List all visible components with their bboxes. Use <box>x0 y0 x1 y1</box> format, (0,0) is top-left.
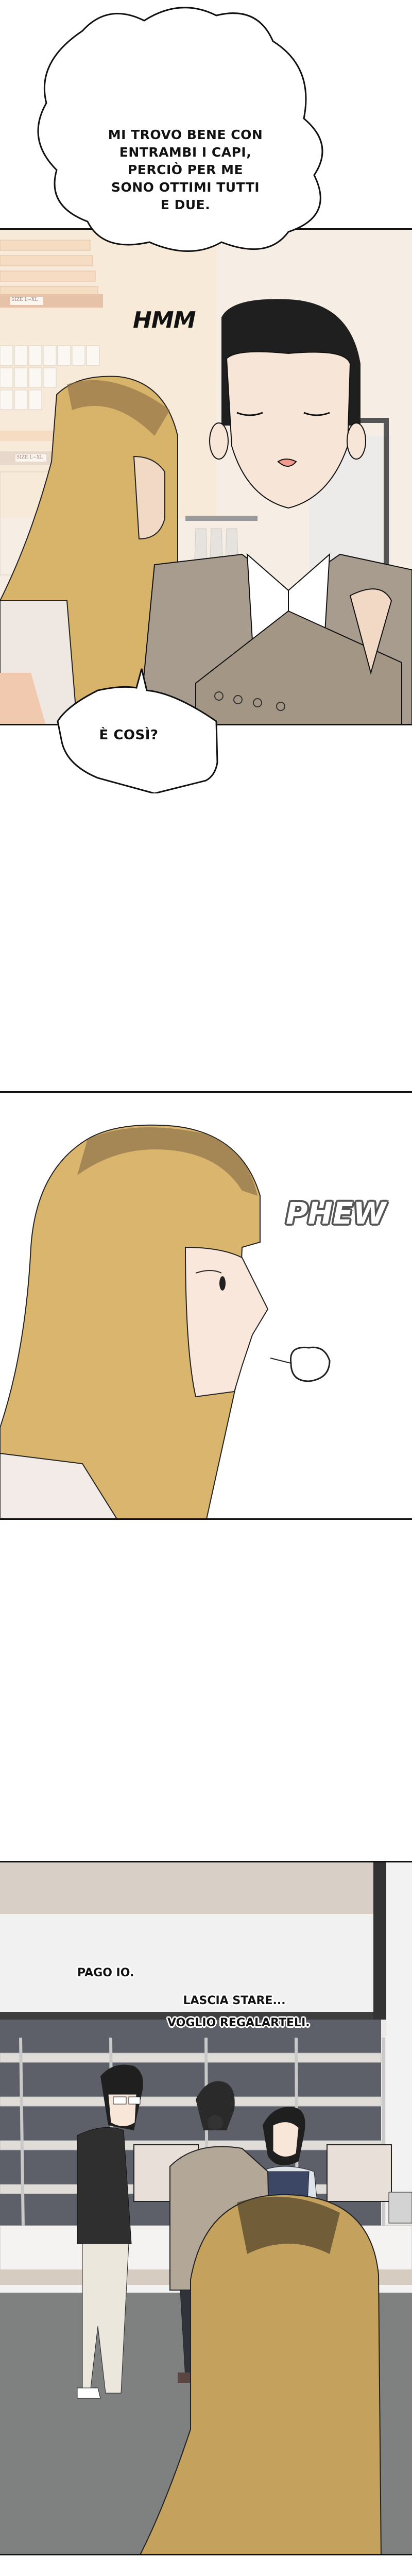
caption-lascia-stare: LASCIA STARE... VOGLIO REGALARTELI. <box>167 1994 310 2029</box>
speech-line: MI TROVO BENE CON <box>108 127 263 142</box>
speech-bubble-2-text: È COSÌ? <box>99 727 159 743</box>
speech-bubble-cloud <box>37 7 323 252</box>
speech-line: E DUE. <box>160 197 211 212</box>
speech-bubble-hexagon <box>57 668 218 793</box>
sfx-hmm: HMM <box>133 307 196 333</box>
panel-store-conversation: HMM SIZE L~XL SIZE L~XL <box>0 228 412 725</box>
shelf-size-label: SIZE L~XL <box>11 297 38 302</box>
sfx-phew: PHEW <box>286 1196 386 1231</box>
girl-profile-illustration <box>0 1124 331 1518</box>
shelf-size-label: SIZE L~XL <box>16 455 43 460</box>
store-background-illustration <box>0 230 412 724</box>
panel-store-counter: PAGO IO. LASCIA STARE... VOGLIO REGALART… <box>0 1861 412 2555</box>
panel-girl-profile-sigh: PHEW <box>0 1091 412 1520</box>
speech-line: SONO OTTIMI TUTTI <box>111 180 260 195</box>
caption-line: LASCIA STARE... <box>183 1994 286 2007</box>
speech-line: PERCIÒ PER ME <box>127 162 244 177</box>
store-counter-illustration <box>0 1862 412 2554</box>
caption-pago-io: PAGO IO. <box>77 1967 134 1979</box>
speech-bubble-1-text: MI TROVO BENE CON ENTRAMBI I CAPI, PERCI… <box>67 126 304 214</box>
speech-line: ENTRAMBI I CAPI, <box>119 145 252 160</box>
caption-line: VOGLIO REGALARTELI. <box>167 2016 310 2029</box>
